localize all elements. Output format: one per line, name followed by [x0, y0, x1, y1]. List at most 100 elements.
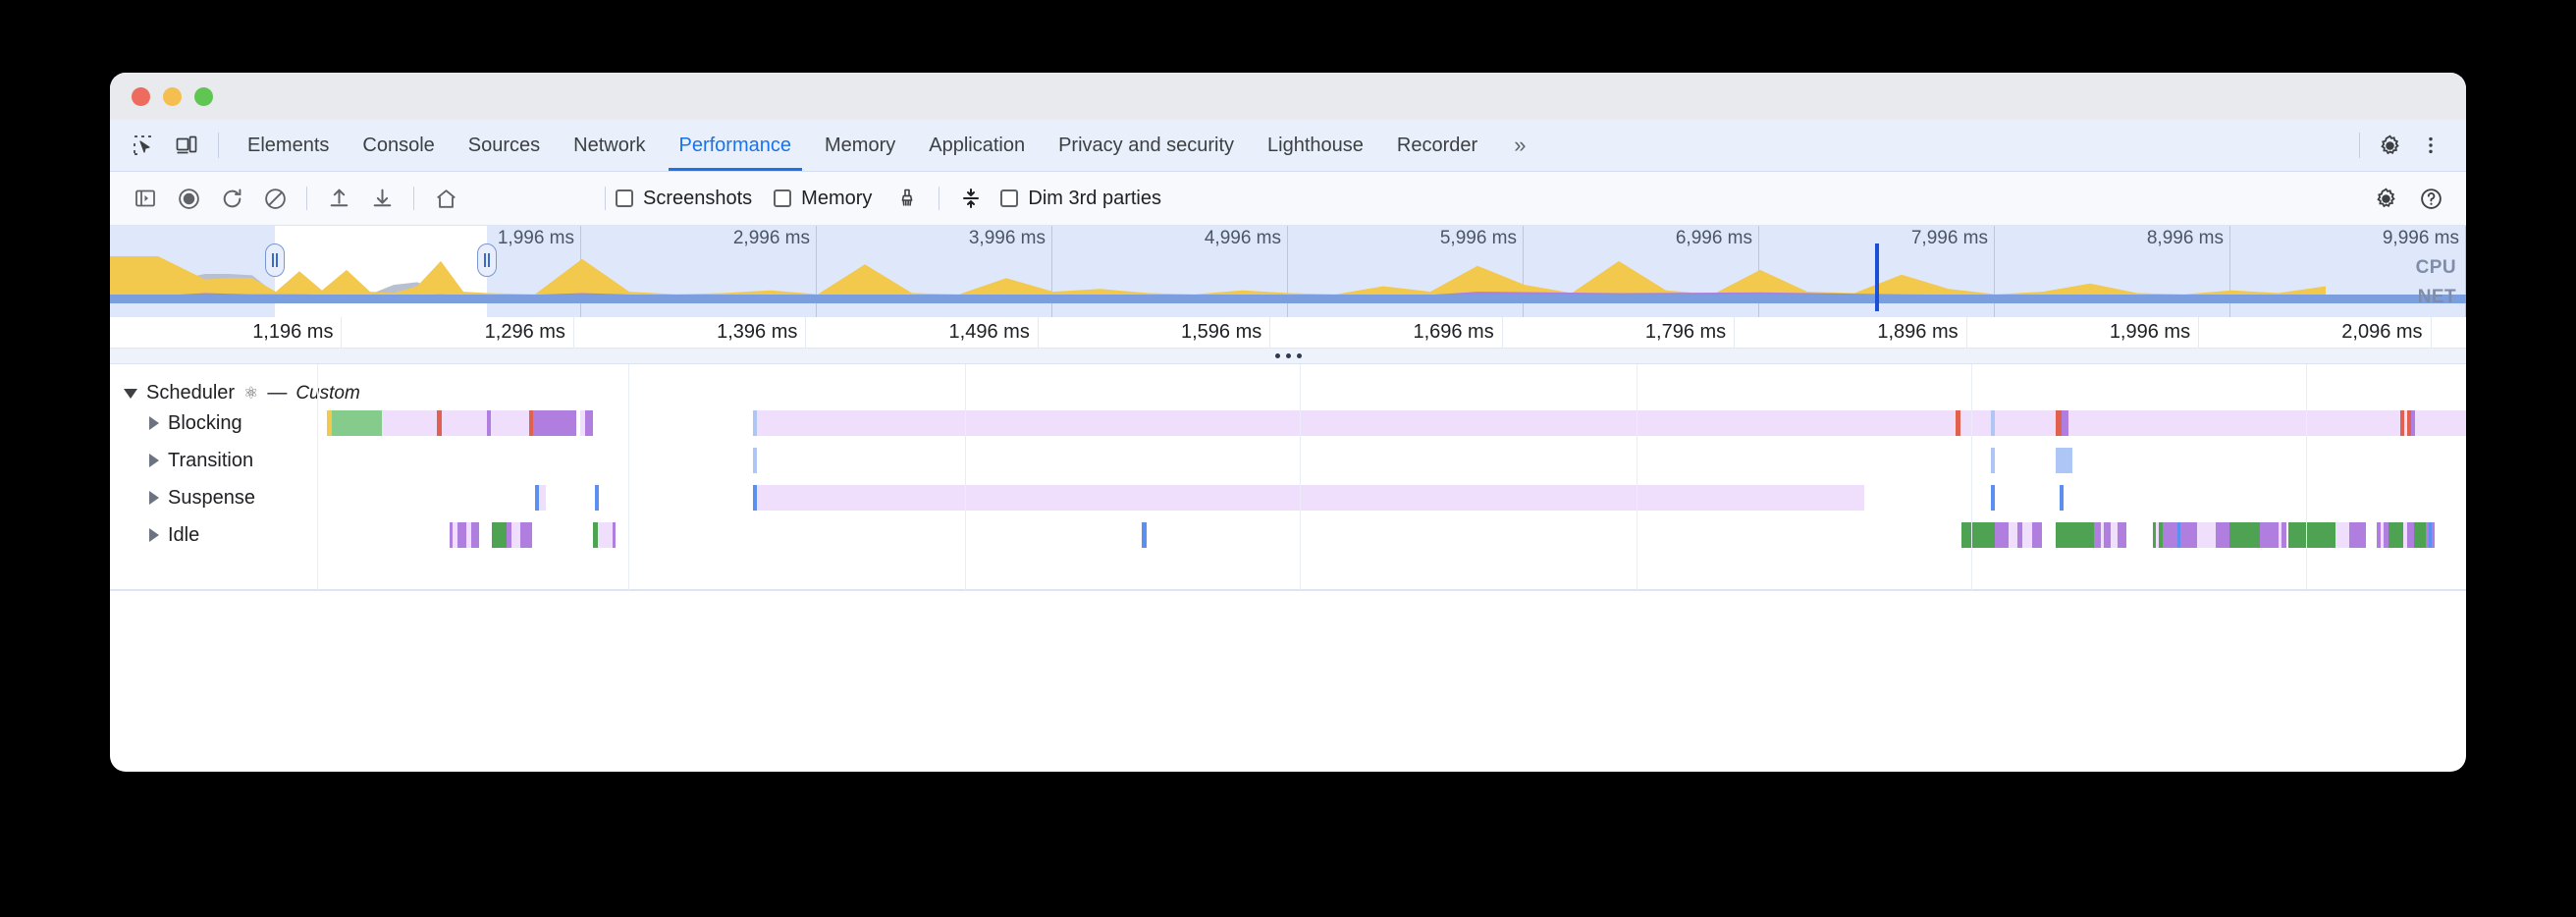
- flame-bar[interactable]: [1961, 522, 1995, 548]
- flame-bar[interactable]: [2197, 522, 2216, 548]
- pane-resize-handle[interactable]: [110, 349, 2466, 364]
- flame-bar[interactable]: [2335, 522, 2349, 548]
- flame-bar[interactable]: [757, 410, 1957, 436]
- flame-bar[interactable]: [457, 522, 466, 548]
- window-maximize-button[interactable]: [194, 87, 213, 106]
- flame-bar[interactable]: [546, 410, 576, 436]
- detail-time-ruler[interactable]: 1,196 ms1,296 ms1,396 ms1,496 ms1,596 ms…: [110, 317, 2466, 349]
- flame-bar[interactable]: [2281, 522, 2285, 548]
- selection-handle-right[interactable]: [477, 243, 497, 277]
- settings-gear-icon[interactable]: [2370, 126, 2409, 165]
- flame-bar[interactable]: [757, 485, 1864, 511]
- track-group-scheduler[interactable]: Scheduler ⚛ — Custom: [124, 382, 360, 405]
- overview-playhead[interactable]: [1875, 243, 1879, 311]
- flame-bar[interactable]: [2407, 522, 2414, 548]
- device-toolbar-icon[interactable]: [167, 126, 206, 165]
- flame-bar[interactable]: [2414, 522, 2426, 548]
- import-profile-button[interactable]: [317, 179, 360, 218]
- track-bars-idle[interactable]: [110, 522, 2466, 548]
- flame-bar[interactable]: [2195, 410, 2197, 436]
- tab-memory[interactable]: Memory: [808, 120, 912, 171]
- flame-bar[interactable]: [533, 410, 545, 436]
- tab-lighthouse[interactable]: Lighthouse: [1251, 120, 1380, 171]
- flame-bar[interactable]: [2411, 410, 2414, 436]
- flame-bar[interactable]: [1960, 410, 1991, 436]
- track-row[interactable]: Transition: [110, 443, 2466, 478]
- flame-bar[interactable]: [382, 410, 437, 436]
- tab-privacy-and-security[interactable]: Privacy and security: [1042, 120, 1251, 171]
- flame-bar[interactable]: [1995, 522, 2009, 548]
- toggle-sidebar-button[interactable]: [124, 179, 167, 218]
- flame-bar[interactable]: [1995, 410, 2056, 436]
- flame-bar[interactable]: [2056, 522, 2093, 548]
- collect-garbage-brush-icon[interactable]: [886, 179, 929, 218]
- flame-bar[interactable]: [2349, 522, 2366, 548]
- flame-bar[interactable]: [520, 522, 532, 548]
- capture-settings-gear-icon[interactable]: [2364, 179, 2407, 218]
- flame-bar[interactable]: [1991, 448, 1995, 473]
- flame-bar[interactable]: [2216, 522, 2228, 548]
- flame-bar[interactable]: [332, 410, 382, 436]
- dim-3rd-parties-checkbox[interactable]: Dim 3rd parties: [1000, 188, 1161, 210]
- tab-elements[interactable]: Elements: [231, 120, 346, 171]
- export-profile-button[interactable]: [360, 179, 403, 218]
- track-row[interactable]: Idle: [110, 517, 2466, 553]
- track-bars-transition[interactable]: [110, 448, 2466, 473]
- tab-network[interactable]: Network: [557, 120, 662, 171]
- window-minimize-button[interactable]: [163, 87, 182, 106]
- flame-bar[interactable]: [1142, 522, 1146, 548]
- flame-bar[interactable]: [2111, 522, 2118, 548]
- flame-bar[interactable]: [2104, 522, 2111, 548]
- flame-bar[interactable]: [491, 410, 529, 436]
- flame-chart[interactable]: Scheduler ⚛ — Custom Blocking Transition…: [110, 364, 2466, 608]
- help-question-icon[interactable]: [2409, 179, 2452, 218]
- tab-recorder[interactable]: Recorder: [1380, 120, 1494, 171]
- flame-bar[interactable]: [2260, 522, 2279, 548]
- flame-bar[interactable]: [2009, 522, 2017, 548]
- more-options-kebab-icon[interactable]: [2411, 126, 2450, 165]
- track-bars-suspense[interactable]: [110, 485, 2466, 511]
- flame-bar[interactable]: [2229, 522, 2260, 548]
- timeline-overview[interactable]: 996 ms1,996 ms2,996 ms3,996 ms4,996 ms5,…: [110, 226, 2466, 317]
- flame-bar[interactable]: [2180, 522, 2197, 548]
- tab-application[interactable]: Application: [912, 120, 1042, 171]
- tab-sources[interactable]: Sources: [452, 120, 557, 171]
- inspect-element-icon[interactable]: [124, 126, 163, 165]
- tab-performance[interactable]: Performance: [663, 120, 809, 171]
- more-tabs-chevron-icon[interactable]: »: [1494, 120, 1545, 171]
- flame-bar[interactable]: [598, 522, 612, 548]
- flame-bar[interactable]: [511, 522, 520, 548]
- chevron-down-icon[interactable]: [124, 389, 137, 399]
- collapse-tracks-icon[interactable]: [949, 179, 993, 218]
- home-button[interactable]: [424, 179, 467, 218]
- flame-bar[interactable]: [471, 522, 479, 548]
- flame-bar[interactable]: [2062, 410, 2068, 436]
- tab-console[interactable]: Console: [346, 120, 451, 171]
- track-row[interactable]: Suspense: [110, 480, 2466, 515]
- flame-bar[interactable]: [2118, 522, 2126, 548]
- clear-recording-button[interactable]: [253, 179, 296, 218]
- flame-bar[interactable]: [753, 448, 757, 473]
- flame-bar[interactable]: [492, 522, 506, 548]
- screenshots-checkbox[interactable]: Screenshots: [616, 188, 752, 210]
- flame-bar[interactable]: [2094, 522, 2101, 548]
- track-row[interactable]: Blocking: [110, 405, 2466, 441]
- flame-bar[interactable]: [1991, 485, 1995, 511]
- reload-and-record-button[interactable]: [210, 179, 253, 218]
- flame-bar[interactable]: [2432, 522, 2435, 548]
- flame-bar[interactable]: [595, 485, 599, 511]
- flame-bar[interactable]: [539, 485, 546, 511]
- record-button[interactable]: [167, 179, 210, 218]
- memory-checkbox[interactable]: Memory: [774, 188, 872, 210]
- selection-handle-left[interactable]: [265, 243, 285, 277]
- flame-bar[interactable]: [2022, 522, 2032, 548]
- flame-bar[interactable]: [2388, 522, 2402, 548]
- flame-bar[interactable]: [2032, 522, 2042, 548]
- flame-bar[interactable]: [585, 410, 594, 436]
- flame-bar[interactable]: [2166, 522, 2177, 548]
- flame-bar[interactable]: [2288, 522, 2335, 548]
- flame-bar[interactable]: [2060, 485, 2064, 511]
- flame-bar[interactable]: [442, 410, 488, 436]
- track-bars-blocking[interactable]: [110, 410, 2466, 436]
- window-close-button[interactable]: [132, 87, 150, 106]
